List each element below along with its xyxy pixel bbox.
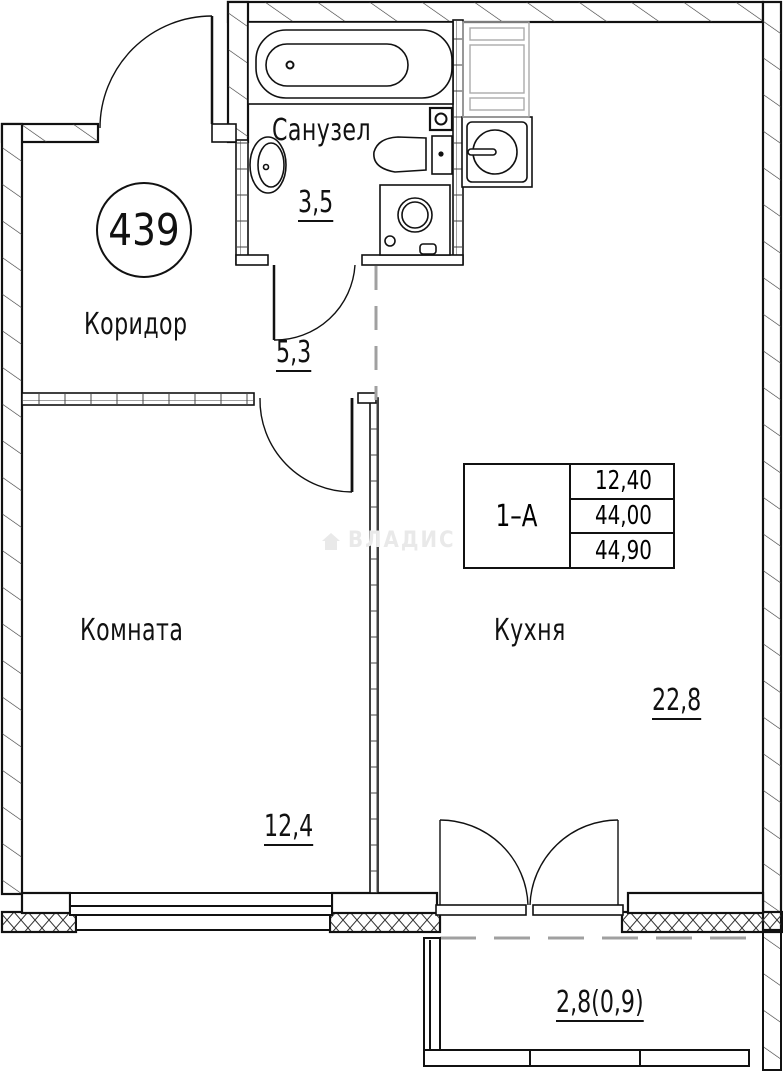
- interior-partitions: [21, 19, 464, 894]
- toilet: [373, 106, 454, 175]
- room-area-bathroom: 3,5: [298, 185, 334, 222]
- watermark-text: ВЛАДИС: [348, 528, 456, 553]
- kitchen-sink: [461, 116, 533, 188]
- entrance-door: [99, 15, 214, 129]
- balcony-door-swings: [439, 819, 619, 906]
- room-name-bathroom: Санузел: [272, 113, 372, 148]
- apartment-type-cell: 1–A: [465, 465, 571, 567]
- balcony-door-frames: [435, 904, 624, 916]
- washing-machine: [379, 184, 451, 256]
- washbasin: [249, 136, 287, 194]
- apartment-number-badge: 439: [96, 182, 192, 278]
- room-window: [69, 892, 333, 931]
- area-values: 12,40 44,00 44,90: [571, 465, 673, 567]
- room-name-kitchen: Кухня: [494, 613, 566, 648]
- living-area-row: 12,40: [571, 465, 673, 500]
- house-icon: [322, 532, 340, 550]
- living-area: 12,40: [595, 466, 652, 497]
- total-area-with-balcony-row: 44,90: [571, 534, 673, 567]
- room-name-corridor: Коридор: [84, 307, 188, 342]
- apartment-info-table: 1–A 12,40 44,00 44,90: [463, 463, 675, 569]
- room-area-room: 12,4: [264, 809, 314, 846]
- room-area-corridor: 5,3: [276, 335, 312, 372]
- bathtub: [247, 21, 454, 105]
- ventilation-shaft: [462, 21, 530, 118]
- watermark: ВЛАДИС: [320, 528, 456, 553]
- total-area: 44,00: [595, 501, 652, 531]
- apartment-number: 439: [108, 204, 180, 256]
- room-door: [259, 397, 354, 493]
- exterior-walls: [0, 0, 783, 934]
- total-area-row: 44,00: [571, 500, 673, 535]
- room-area-kitchen: 22,8: [652, 683, 702, 720]
- bathroom-door: [272, 264, 356, 341]
- total-area-with-balcony: 44,90: [595, 535, 652, 566]
- balcony: [423, 929, 782, 1071]
- room-area-balcony: 2,8(0,9): [556, 985, 644, 1022]
- room-name-room: Комната: [80, 613, 184, 648]
- apartment-type: 1–A: [496, 498, 538, 534]
